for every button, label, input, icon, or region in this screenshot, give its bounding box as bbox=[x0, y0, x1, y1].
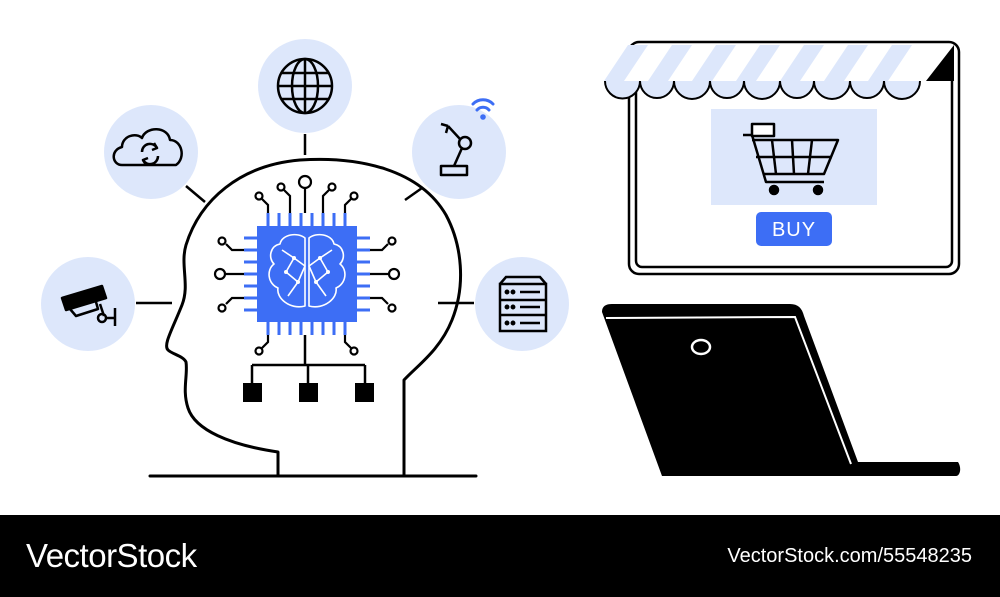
globe-icon bbox=[276, 57, 334, 115]
laptop-icon bbox=[602, 304, 961, 476]
watermark-footer: VectorStock VectorStock.com/55548235 bbox=[0, 515, 1000, 597]
head-outline bbox=[165, 157, 462, 478]
cctv-camera-icon bbox=[60, 284, 117, 326]
ai-head-group bbox=[148, 157, 478, 478]
buy-button-label: BUY bbox=[772, 219, 816, 241]
server-rack-icon bbox=[498, 275, 548, 333]
ai-ecommerce-illustration: BUY bbox=[41, 39, 961, 478]
storefront-window: BUY bbox=[604, 40, 961, 276]
awning bbox=[604, 45, 954, 100]
robot-arm-wifi-icon bbox=[439, 98, 495, 177]
footer-image-id: VectorStock.com/55548235 bbox=[727, 545, 972, 567]
icon-circles bbox=[41, 39, 569, 351]
brain-chip-icon bbox=[213, 174, 401, 402]
icon-connectors bbox=[136, 134, 474, 305]
shopping-cart-icon bbox=[743, 122, 840, 196]
buy-button[interactable]: BUY bbox=[756, 212, 832, 246]
cloud-sync-icon bbox=[112, 128, 183, 167]
footer-brand: VectorStock bbox=[26, 537, 197, 574]
